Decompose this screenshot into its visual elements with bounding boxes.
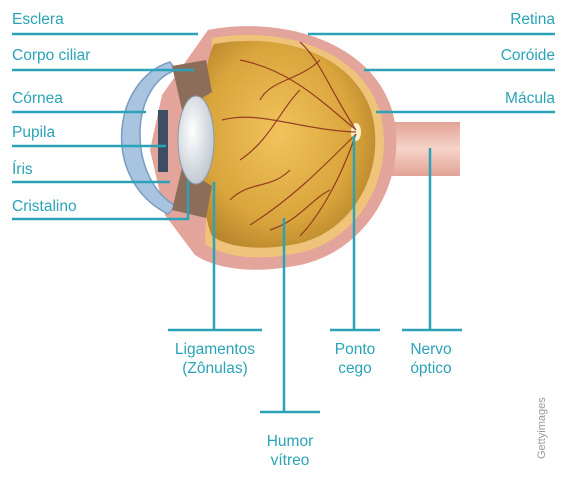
label-cornea: Córnea	[12, 89, 63, 108]
label-pupila: Pupila	[12, 123, 55, 142]
label-nervo-optico-line2: óptico	[398, 359, 464, 378]
label-humor-vitreo: Humor vítreo	[254, 432, 326, 470]
label-ligamentos-line1: Ligamentos	[160, 340, 270, 359]
label-retina: Retina	[510, 10, 555, 29]
label-coroide: Coróide	[501, 46, 555, 65]
label-ligamentos-line2: (Zônulas)	[160, 359, 270, 378]
label-ponto-cego: Ponto cego	[322, 340, 388, 378]
label-humor-vitreo-line2: vítreo	[254, 451, 326, 470]
lens-shape	[178, 96, 214, 184]
label-ponto-cego-line2: cego	[322, 359, 388, 378]
watermark-text: Gettyimages	[536, 397, 548, 459]
label-nervo-optico-line1: Nervo	[398, 340, 464, 359]
label-nervo-optico: Nervo óptico	[398, 340, 464, 378]
label-cristalino: Cristalino	[12, 197, 77, 216]
iris-shape	[158, 110, 168, 172]
label-humor-vitreo-line1: Humor	[254, 432, 326, 451]
label-macula: Mácula	[505, 89, 555, 108]
label-corpo-ciliar: Corpo ciliar	[12, 46, 90, 65]
watermark: Gettyimages	[532, 380, 552, 460]
label-ponto-cego-line1: Ponto	[322, 340, 388, 359]
label-esclera: Esclera	[12, 10, 64, 29]
label-iris: Íris	[12, 160, 33, 179]
label-ligamentos: Ligamentos (Zônulas)	[160, 340, 270, 378]
